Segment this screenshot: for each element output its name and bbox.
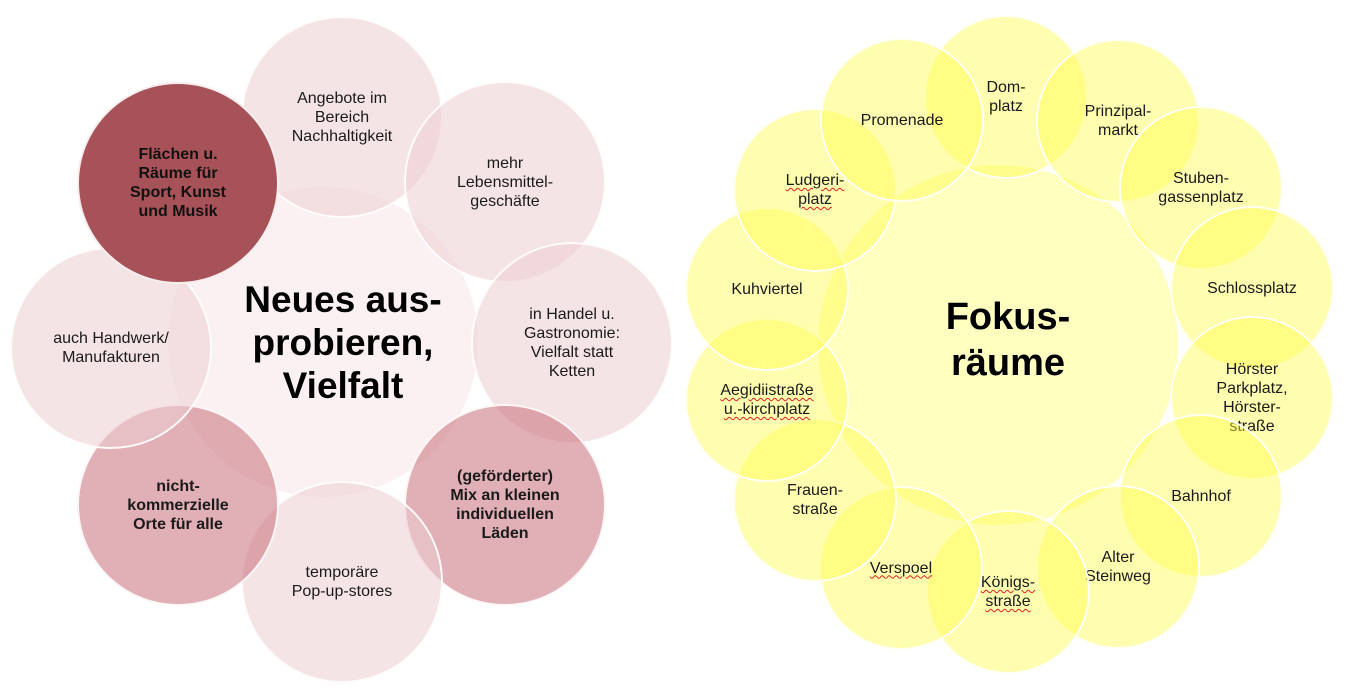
left-item-label: Angebote im Bereich Nachhaltigkeit [291, 89, 393, 145]
left-item-non-commercial-places: nicht- kommerzielle Orte für alle [77, 404, 279, 606]
right-item-label: Königs- straße [980, 574, 1036, 610]
left-item-label: mehr Lebensmittel- geschäfte [456, 154, 554, 210]
right-item-label: Hörster Parkplatz, Hörster- straße [1216, 361, 1288, 435]
left-item-label: in Handel u. Gastronomie: Vielfalt statt… [523, 306, 621, 380]
right-item-label: Dom- platz [986, 79, 1026, 115]
left-item-sustainability-offers: Angebote im Bereich Nachhaltigkeit [241, 16, 443, 218]
right-item-promenade: Promenade [820, 38, 984, 202]
left-item-label: temporäre Pop-up-stores [291, 564, 393, 600]
right-item-label: Bahnhof [1171, 487, 1231, 505]
right-item-label: Ludgeri- platz [785, 172, 845, 208]
right-item-label: Alter Steinweg [1085, 549, 1151, 585]
left-item-sport-art-music-spaces: Flächen u. Räume für Sport, Kunst und Mu… [77, 82, 279, 284]
right-item-label: Frauen- straße [786, 482, 844, 518]
right-center-title: Fokus- räume [945, 296, 1071, 384]
right-item-label: Kuhviertel [731, 280, 803, 298]
left-item-label: auch Handwerk/ Manufakturen [53, 330, 169, 366]
right-item-label: Promenade [860, 111, 944, 129]
right-item-label: Aegidiistraße u.-kirchplatz [720, 382, 814, 418]
right-item-label: Stuben- gassenplatz [1158, 170, 1244, 206]
right-item-label: Schlossplatz [1207, 279, 1297, 297]
right-item-label: Verspoel [869, 559, 933, 577]
right-item-label: Prinzipal- markt [1084, 103, 1152, 139]
left-item-label: (geförderter) Mix an kleinen individuell… [450, 468, 560, 542]
left-item-label: nicht- kommerzielle Orte für alle [127, 477, 229, 533]
left-center-title: Neues aus- probieren, Vielfalt [244, 278, 442, 406]
left-item-label: Flächen u. Räume für Sport, Kunst und Mu… [130, 146, 226, 220]
